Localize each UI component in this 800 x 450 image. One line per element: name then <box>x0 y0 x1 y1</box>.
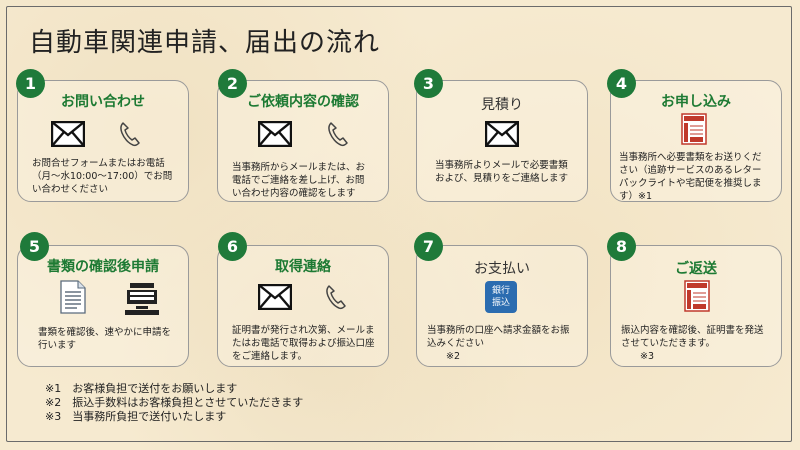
step-text: 証明書が発行され次第、メールま たはお電話で取得および振込口座 をご連絡します。 <box>232 325 375 362</box>
slide-frame <box>6 6 792 442</box>
step-number-2: 2 <box>218 69 247 98</box>
mail-icon <box>485 121 519 147</box>
mail-icon <box>51 121 85 147</box>
step-title: お問い合わせ <box>61 94 145 110</box>
step-number-1: 1 <box>16 69 45 98</box>
phone-icon <box>120 122 140 147</box>
footnote: ※3 当事務所負担で送付いたします <box>45 410 227 423</box>
step-title: お支払い <box>474 261 530 277</box>
step-number-6: 6 <box>218 232 247 261</box>
step-text: 当事務所からメールまたは、お 電話でご連絡を差し上げ、お問 い合わせ内容の確認を… <box>232 162 366 199</box>
document-icon <box>60 280 86 314</box>
step-number-5: 5 <box>20 232 49 261</box>
bank-label-1: 銀行 <box>491 286 510 296</box>
step-text: 当事務所の口座へ請求金額をお振 込みください ※2 <box>427 325 570 362</box>
step-card-3: 見積り 当事務所よりメールで必要書類 および、見積りをご連絡します <box>416 80 588 202</box>
step-card-4: お申し込み 当事務所へ必要書類をお送りくだ さい（追跡サービスのあるレター パッ… <box>610 80 782 202</box>
step-card-7: お支払い 銀行 振込 当事務所の口座へ請求金額をお振 込みください ※2 <box>416 245 588 367</box>
computer-icon <box>125 283 159 315</box>
footnote: ※1 お客様負担で送付をお願いします <box>45 382 238 395</box>
step-text: 当事務所よりメールで必要書類 および、見積りをご連絡します <box>435 160 569 184</box>
bank-transfer-icon: 銀行 振込 <box>485 281 517 313</box>
step-title: 書類の確認後申請 <box>47 259 159 275</box>
document-envelope-icon <box>684 280 710 312</box>
step-card-5: 書類の確認後申請 書類を確認後、速やかに申請を 行います <box>17 245 189 367</box>
mail-icon <box>258 121 292 147</box>
step-title: ご依頼内容の確認 <box>247 94 359 110</box>
document-envelope-icon <box>681 113 707 145</box>
footnote: ※2 振込手数料はお客様負担とさせていただきます <box>45 396 304 409</box>
step-title: ご返送 <box>675 261 717 277</box>
phone-icon <box>328 122 348 147</box>
page-title: 自動車関連申請、届出の流れ <box>29 28 381 58</box>
step-title: 見積り <box>481 97 523 113</box>
step-title: 取得連絡 <box>275 259 331 275</box>
step-text: 当事務所へ必要書類をお送りくだ さい（追跡サービスのあるレター パックライトや宅… <box>619 152 762 202</box>
step-number-7: 7 <box>414 232 443 261</box>
step-text: 振込内容を確認後、証明書を発送 させていただきます。 ※3 <box>621 325 764 362</box>
step-text: お問合せフォームまたはお電話 （月～水10:00～17:00）でお問 い合わせく… <box>32 158 173 195</box>
step-title: お申し込み <box>661 94 731 110</box>
step-number-3: 3 <box>414 69 443 98</box>
mail-icon <box>258 284 292 310</box>
phone-icon <box>326 285 346 310</box>
step-card-8: ご返送 振込内容を確認後、証明書を発送 させていただきます。 ※3 <box>610 245 782 367</box>
step-text: 書類を確認後、速やかに申請を 行います <box>38 327 172 351</box>
footnotes: ※1 お客様負担で送付をお願いします ※2 振込手数料はお客様負担とさせていただ… <box>45 382 303 424</box>
step-number-4: 4 <box>607 69 636 98</box>
step-card-2: ご依頼内容の確認 当事務所からメールまたは、お 電話でご連絡を差し上げ、お問 い… <box>217 80 389 202</box>
step-number-8: 8 <box>607 232 636 261</box>
step-card-1: お問い合わせ お問合せフォームまたはお電話 （月～水10:00～17:00）でお… <box>17 80 189 202</box>
step-card-6: 取得連絡 証明書が発行され次第、メールま たはお電話で取得および振込口座 をご連… <box>217 245 389 367</box>
bank-label-2: 振込 <box>491 298 510 308</box>
